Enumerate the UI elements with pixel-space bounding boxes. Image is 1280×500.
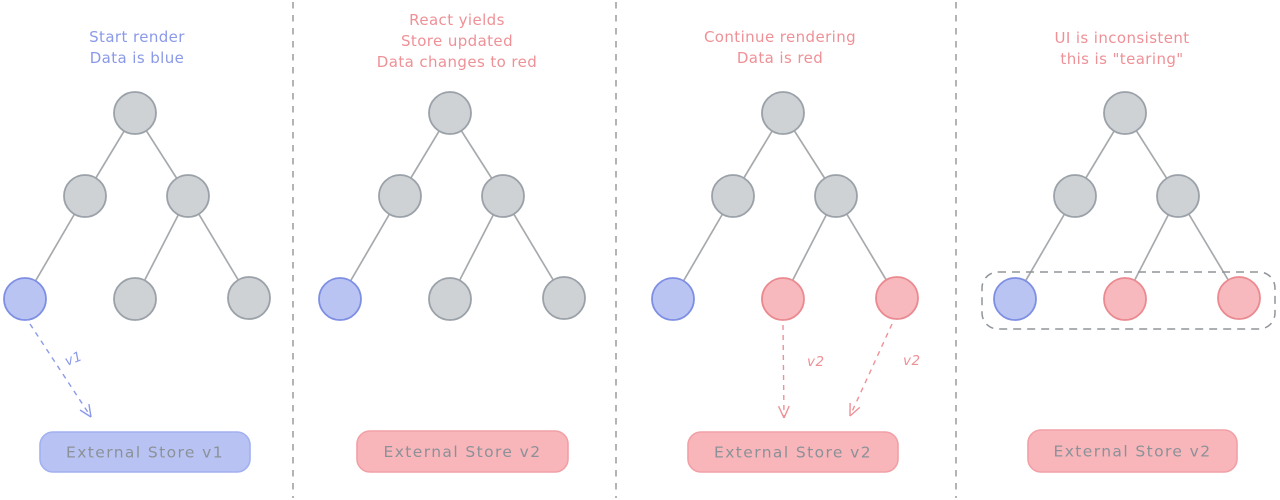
tree-node-leaf-1-red <box>1103 277 1147 321</box>
tree-node-leaf-0-blue <box>3 277 47 321</box>
external-store-box-red <box>356 430 569 473</box>
panel-title-line: Start render <box>89 28 185 46</box>
panel-title-line: UI is inconsistent <box>1054 29 1189 47</box>
store-arrowhead <box>88 404 92 418</box>
tree-node-root-gray <box>113 91 157 135</box>
panel-title-line: Data changes to red <box>377 53 537 71</box>
panel-title: UI is inconsistent this is "tearing" <box>1054 29 1189 68</box>
tree-node-leaf-2-gray <box>542 276 586 320</box>
tree-node-leaf-0-blue <box>993 277 1037 321</box>
external-store-box-blue <box>39 431 251 473</box>
external-store-label: External Store v2 <box>384 443 542 461</box>
external-store-box-red <box>687 431 899 473</box>
tree-node-leaf-2-red <box>875 276 919 320</box>
panel-title-line: Data is blue <box>90 49 185 67</box>
tree-node-leaf-2-gray <box>227 276 271 320</box>
store-arrow <box>29 323 92 418</box>
tree-node-right-gray <box>814 174 858 218</box>
store-arrowhead <box>777 405 785 419</box>
external-store-label: External Store v2 <box>1054 443 1212 461</box>
store-arrow <box>782 324 785 419</box>
panel-tearing: External Store v2 UI is inconsistent this … <box>981 29 1276 473</box>
tree-node-leaf-1-gray <box>113 277 157 321</box>
store-arrow <box>849 323 893 417</box>
store-arrowhead <box>849 406 861 417</box>
tree-node-left-gray <box>63 174 107 218</box>
tree-node-leaf-0-blue <box>651 277 695 321</box>
panel-title-line: this is "tearing" <box>1060 50 1183 68</box>
panel-title-line: Continue rendering <box>704 28 856 46</box>
tree-node-right-gray <box>481 174 525 218</box>
tree-node-leaf-1-gray <box>428 277 472 321</box>
tearing-highlight-box <box>981 271 1276 330</box>
panel-title-line: Data is red <box>737 49 823 67</box>
panel-title-line: Store updated <box>401 32 513 50</box>
store-arrowhead <box>783 405 790 419</box>
tree-node-leaf-2-red <box>1217 276 1261 320</box>
arrow-version-label: v1 <box>63 348 85 369</box>
tree-node-left-gray <box>1053 174 1097 218</box>
tree-node-leaf-1-red <box>761 277 805 321</box>
panel-title-line: React yields <box>409 11 505 29</box>
external-store-box-red <box>1027 429 1238 473</box>
store-arrowhead <box>79 409 92 418</box>
tree-node-right-gray <box>1156 174 1200 218</box>
arrow-version-label: v2 <box>903 353 921 369</box>
tree-node-root-gray <box>428 91 472 135</box>
tree-node-root-gray <box>761 91 805 135</box>
tree-node-left-gray <box>378 174 422 218</box>
tree-node-leaf-0-blue <box>318 277 362 321</box>
tree-node-root-gray <box>1103 91 1147 135</box>
tree-node-left-gray <box>711 174 755 218</box>
arrow-version-label: v2 <box>807 354 825 370</box>
external-store-label: External Store v2 <box>714 444 872 462</box>
tree-node-right-gray <box>166 174 210 218</box>
external-store-label: External Store v1 <box>66 444 224 462</box>
